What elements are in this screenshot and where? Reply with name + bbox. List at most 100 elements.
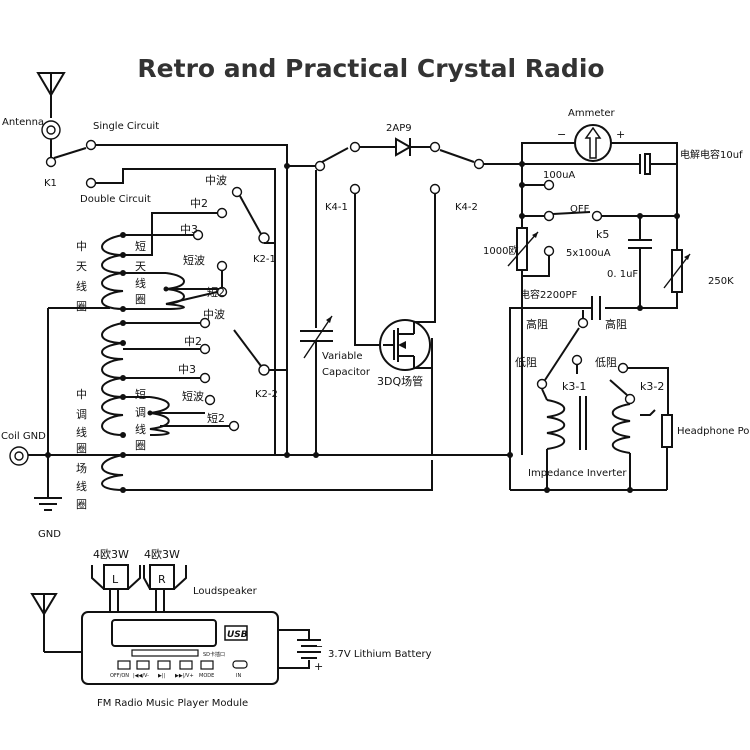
k2-2-zhong3-label: 中3 [178,363,196,376]
impedance-inverter-transformer [541,388,631,454]
electrolytic-capacitor-icon [639,153,651,175]
capacitor-0-1uf-icon [628,239,652,249]
btn-mode-label: MODE [199,673,214,679]
coil-gnd-label: Coil GND [1,431,46,442]
svg-text:短: 短 [135,387,146,401]
k2-2-duanbo-contact [204,394,216,406]
btn-play-icon [157,660,171,670]
ammeter-label: Ammeter [568,108,616,119]
svg-text:场: 场 [76,461,87,475]
svg-text:线: 线 [135,276,146,290]
fm-module-board: USB SD卡插口 OFF/ON |◀◀/V- ▶|| ▶▶|/V+ MODE … [81,611,279,685]
btn-next-icon [179,660,193,670]
btn-prev-icon [136,660,150,670]
transistor-label: 3DQ场管 [377,374,423,388]
speaker-l-ohm-label: 4欧3W [93,548,129,561]
gaozu1-label: 高阻 [526,317,548,331]
k2-2-label: K2-2 [255,389,278,400]
btn-in-label: IN [236,673,241,679]
k3-2-pivot [624,393,636,405]
ammeter-plus: + [616,128,625,141]
k2-1-duanbo-contact [216,260,228,272]
k3-2-switch-arm [609,379,628,396]
diode-icon [395,137,413,157]
k5-100ua-contact [543,179,555,191]
k2-2-zhongbo-label: 中波 [203,308,225,321]
k2-1-switch-arm [239,195,262,235]
btn-offon-label: OFF/ON [110,673,129,679]
k2-1-zhong2-label: 中2 [190,197,208,210]
mid-antenna-coil [101,234,124,310]
k5-switch-arm [552,211,591,215]
k2-2-zhong2-contact [199,343,211,355]
loudspeaker-label: Loudspeaker [193,586,258,597]
k4-1-pivot [314,160,326,172]
coil-mid-antenna-label: 中 天 线 圈 [76,240,87,313]
coil-field-label: 场 线 圈 [76,461,87,511]
k4-2-contact-bottom [429,183,441,195]
svg-text:天: 天 [76,260,87,273]
k2-2-switch-arm [233,329,262,367]
ammeter-minus: − [557,128,566,141]
headphone-port-label: Headphone Port [677,426,750,437]
display-screen [111,619,217,647]
svg-text:短: 短 [135,239,146,253]
resistor-250k-icon [663,249,691,293]
single-circuit-wire [96,144,288,455]
cap-01uf-label: 0. 1uF [607,269,638,280]
gaozu2-label: 高阻 [605,317,627,331]
svg-text:调: 调 [76,408,87,421]
single-circuit-label: Single Circuit [93,121,159,132]
r250k-label: 250K [708,276,734,287]
dizu1-label: 低阻 [515,356,537,369]
k4-1-contact-bottom [349,183,361,195]
k1-label: K1 [44,178,57,189]
k4-1-label: K4-1 [325,202,348,213]
k5-label: k5 [596,228,609,241]
k2-1-zhong3-label: 中3 [180,223,198,236]
k2-1-zhong3-contact [192,229,204,241]
gnd-label: GND [38,529,61,540]
k2-1-pivot [258,232,270,244]
k4-1-switch-arm [321,147,349,163]
mid-tuning-coil [101,322,124,436]
k5-5x100ua-contact [543,245,555,257]
btn-next-label: ▶▶|/V+ [175,673,194,679]
impedance-inverter-label: Impedance Inverter [528,468,627,479]
speaker-l-label: L [112,573,119,586]
svg-text:调: 调 [135,406,146,419]
coil-short-tune-label: 短 调 线 圈 [135,387,146,452]
k3-1-switch-arm [544,327,580,381]
headphone-port-icon [661,414,673,448]
k1-pivot [45,156,57,168]
k1-double-contact [85,177,97,189]
svg-text:圈: 圈 [76,442,87,455]
ammeter-icon [574,124,612,162]
line-in-jack-icon [232,660,248,669]
double-circuit-label: Double Circuit [80,194,151,205]
antenna-label: Antenna [2,117,44,128]
cap-2200pf-label: 电容2200PF [520,288,577,301]
speaker-r-icon [143,564,187,590]
k1-switch-arm [53,147,87,159]
svg-text:圈: 圈 [76,498,87,511]
k2-1-zhong2-contact [216,207,228,219]
sd-slot-label: SD卡插口 [203,651,225,658]
k4-2-contact-top [429,141,441,153]
k2-2-duanbo-label: 短波 [182,389,204,403]
k3-2-label: k3-2 [640,380,664,393]
coil-mid-tune-label: 中 调 线 圈 [76,388,87,455]
btn-mode-icon [200,660,214,670]
sd-card-slot [131,649,199,657]
k5-pivot [591,210,603,222]
ground-icon [34,497,62,511]
capacitor-2200pf-icon [591,296,601,320]
k5-off-contact [543,210,555,222]
battery-icon [297,639,321,659]
k4-2-switch-arm [439,149,475,163]
short-tuning-coil [149,396,170,436]
transistor-icon [379,319,431,371]
double-circuit-wire [96,168,276,455]
coil-short-antenna-label: 短 天 线 圈 [135,239,146,306]
